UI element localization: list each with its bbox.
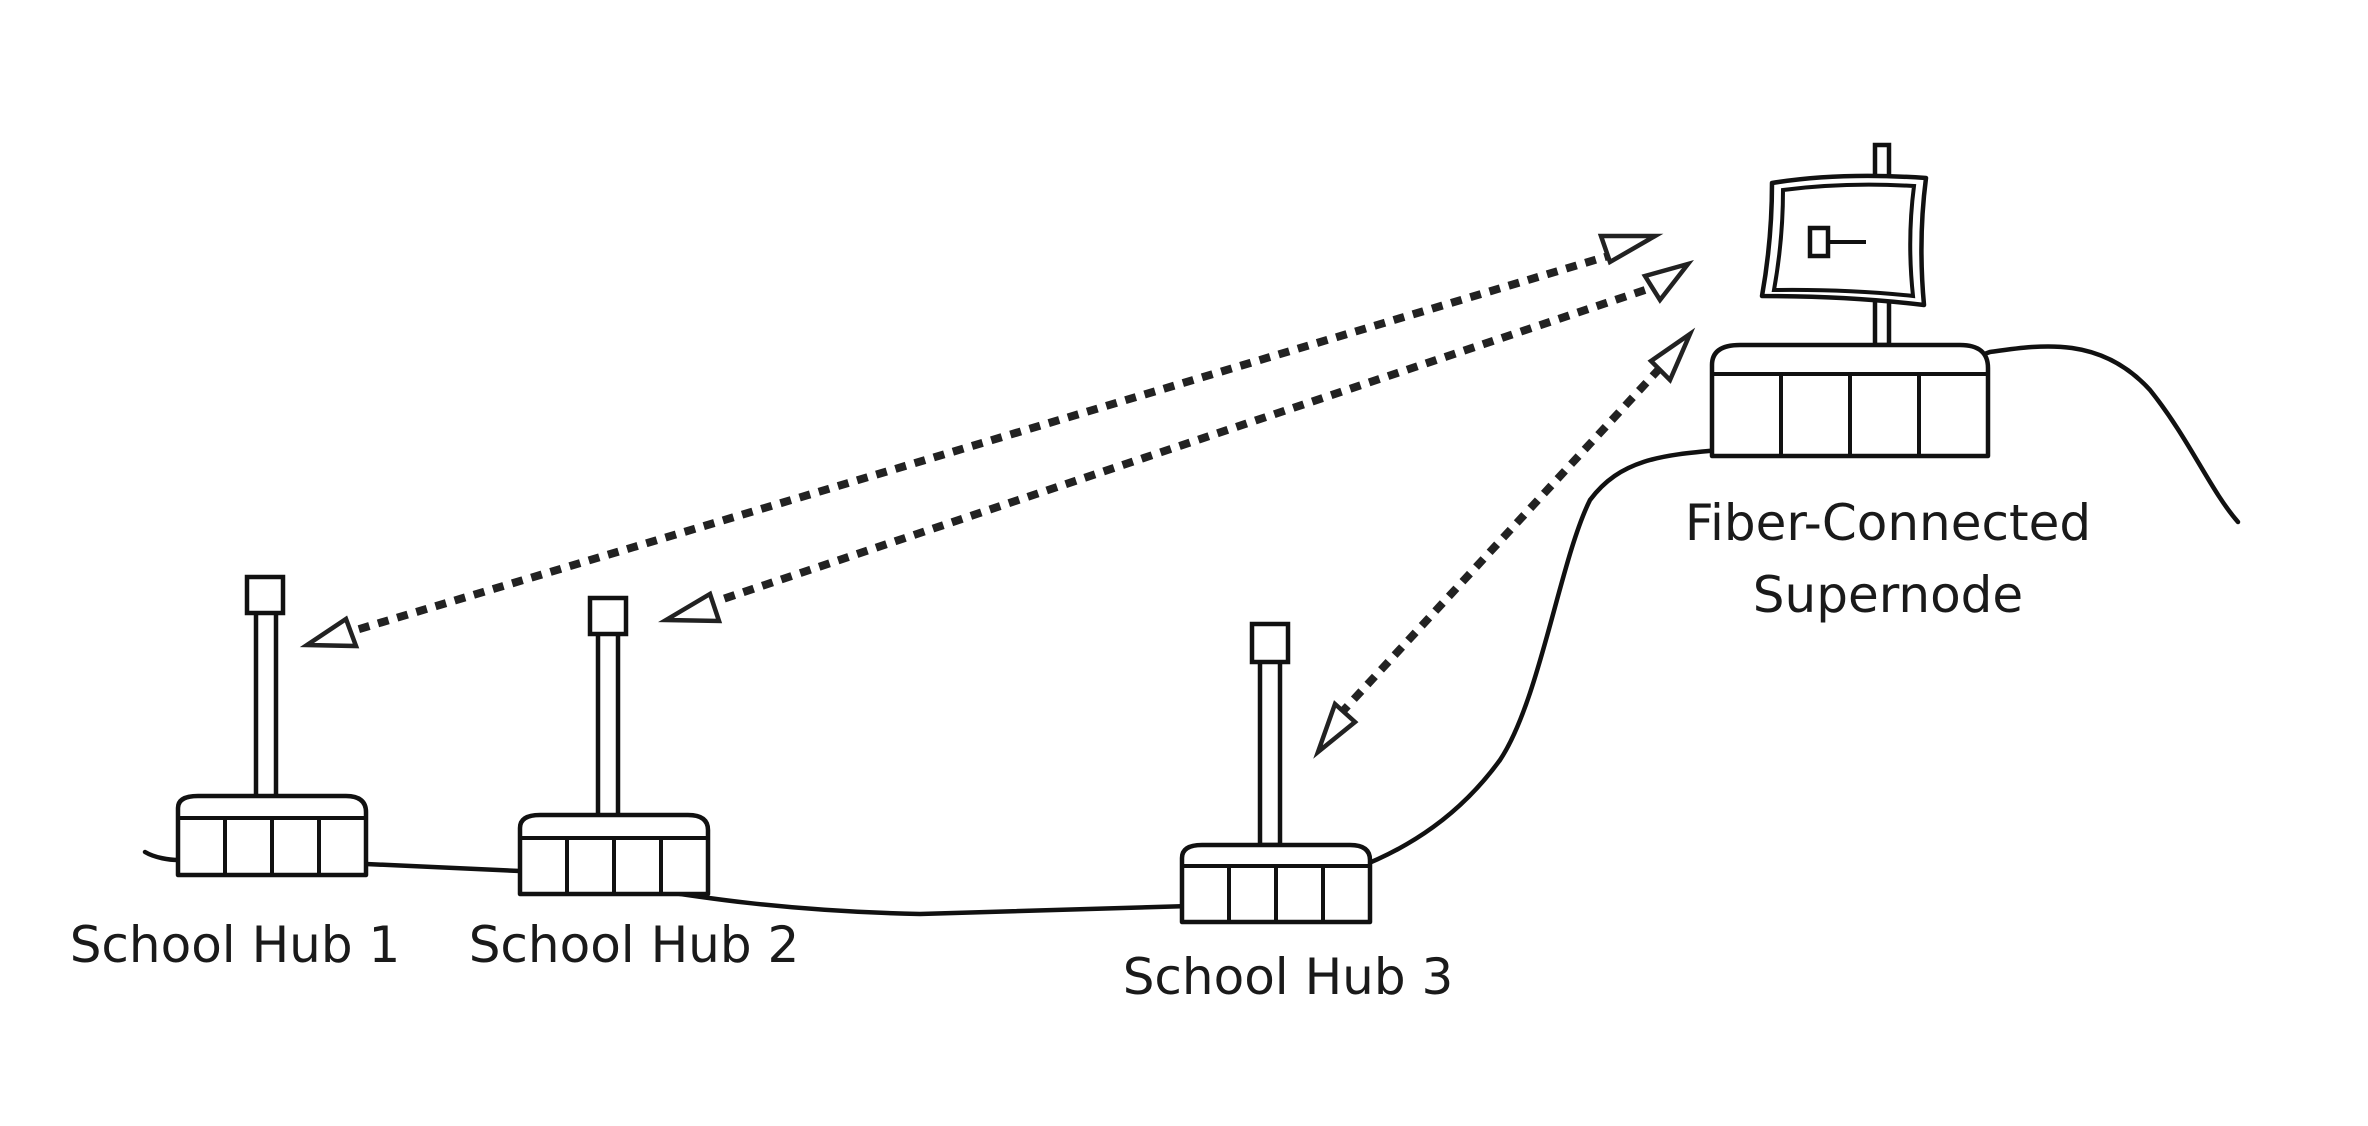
- hub-3-antenna-icon: [1249, 621, 1291, 665]
- supernode: [1709, 142, 1991, 459]
- arrowhead-icon: [1641, 260, 1694, 304]
- school-hub-2: [517, 595, 711, 897]
- arrowhead-icon: [1647, 327, 1696, 384]
- hub-1-label: School Hub 1: [70, 916, 401, 974]
- hub-2-label: School Hub 2: [469, 916, 800, 974]
- hub-3-mast: [1257, 657, 1283, 848]
- hub-3-label: School Hub 3: [1123, 948, 1454, 1006]
- hub-2-mast: [595, 629, 621, 821]
- arrowhead-icon: [299, 615, 360, 649]
- hub-1-mast: [253, 609, 279, 801]
- link-supernode-hub3: [1313, 327, 1696, 759]
- school-hub-3: [1179, 621, 1373, 925]
- link-supernode-hub1: [299, 233, 1664, 649]
- supernode-label-line-1: Fiber-Connected: [1685, 494, 2091, 552]
- school-hub-1: [175, 574, 369, 878]
- arrowhead-icon: [1597, 233, 1664, 266]
- supernode-label-line-2: Supernode: [1753, 566, 2023, 624]
- hub-2-antenna-icon: [587, 595, 629, 637]
- hub-1-antenna-icon: [244, 574, 286, 616]
- arrowhead-icon: [1313, 700, 1359, 759]
- link-supernode-hub2: [658, 260, 1694, 624]
- arrowhead-icon: [658, 590, 723, 624]
